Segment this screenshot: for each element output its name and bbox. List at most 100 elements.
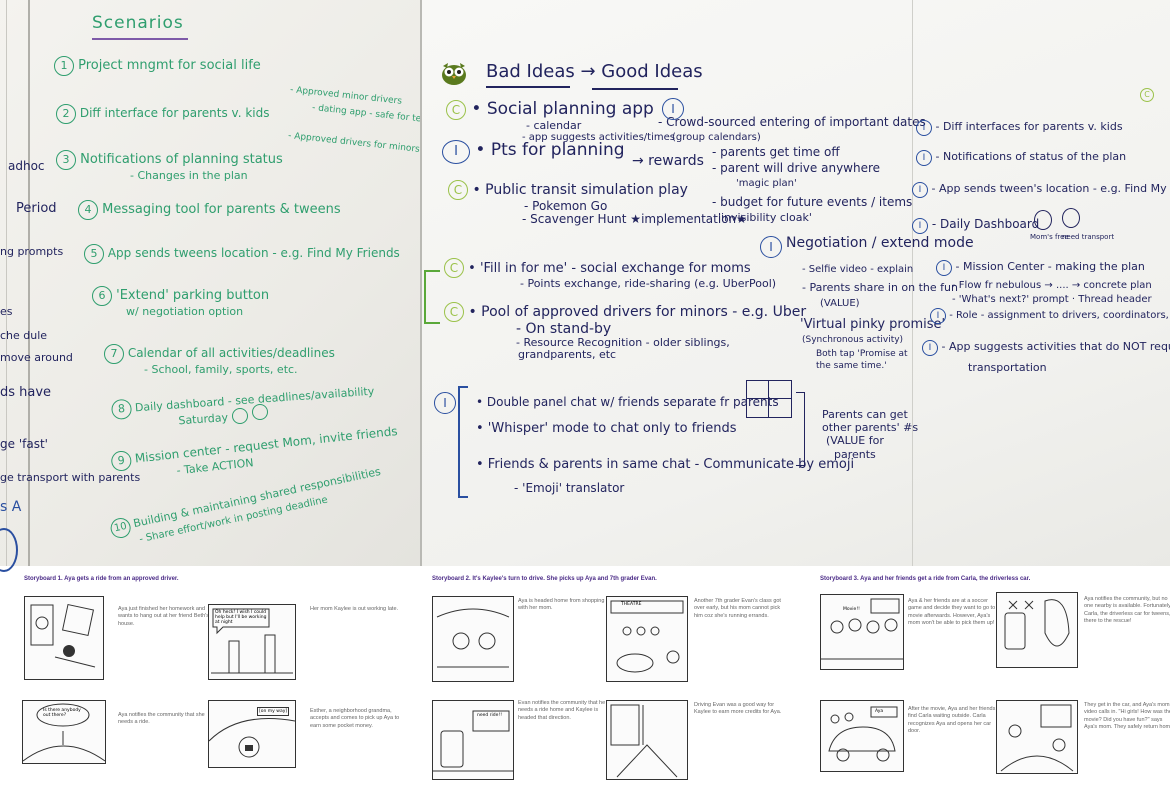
scenario-number: 7	[104, 344, 124, 364]
chat-note-line: Parents can get	[822, 408, 908, 421]
scenario-text: Messaging tool for parents & tweens	[102, 202, 341, 217]
chat-idea: • 'Whisper' mode to chat only to friends	[476, 421, 737, 436]
scenario-number: 1	[54, 56, 74, 76]
idea-text: • Pool of approved drivers for minors - …	[468, 304, 807, 320]
idea-mark-circle: I	[760, 236, 782, 258]
scenario-2: 2 Diff interface for parents v. kids	[56, 104, 269, 124]
idea-mark-circle: C	[1140, 88, 1154, 102]
scenario-number: 3	[56, 150, 76, 170]
right-list-text: - App sends tween's location - e.g. Find…	[931, 182, 1170, 195]
storyboard-caption: Aya notifies the community, but no one n…	[1084, 596, 1170, 625]
negotiation-title: Negotiation / extend mode	[786, 235, 974, 251]
chat-idea: • Friends & parents in same chat - Commu…	[476, 457, 855, 472]
right-sub: - Flow fr nebulous → .... → concrete pla…	[952, 280, 1152, 291]
sketch-phone-request	[433, 710, 513, 772]
bracket	[796, 392, 805, 466]
title-underline	[592, 88, 678, 90]
idea-text: • Social planning app	[471, 99, 654, 119]
scenario-4: 4 Messaging tool for parents & tweens	[78, 200, 341, 220]
scenario-1: 1 Project mngmt for social life	[54, 56, 261, 76]
negotiation-sub: Both tap 'Promise at	[816, 349, 908, 359]
storyboard-title: Storyboard 1. Aya gets a ride from an ap…	[24, 576, 179, 582]
idea-mark: C	[446, 100, 466, 120]
idea-sub: - Points exchange, ride-sharing (e.g. Ub…	[520, 277, 777, 290]
storyboard-panel	[996, 592, 1078, 668]
right-list-text: - Notifications of status of the plan	[935, 150, 1127, 163]
chat-idea: - 'Emoji' translator	[514, 481, 625, 495]
alert-circle-icon	[252, 404, 268, 420]
sketch-driving-street	[610, 704, 678, 778]
scenario-text: App sends tweens location - e.g. Find My…	[107, 246, 400, 260]
board-seam	[28, 0, 30, 566]
storyboard-panel: Aya	[820, 700, 904, 772]
sketch-working-mom	[211, 608, 293, 674]
idea-mark-circle: I	[434, 392, 456, 414]
theatre-sign: THEATRE	[621, 602, 642, 607]
check-circle-icon	[232, 408, 248, 424]
storyboard-panel: Oh heck! I wish I could help but I'll be…	[208, 604, 296, 680]
idea-1: C • Social planning app - calendar - app…	[446, 100, 675, 143]
negotiation-sub: (VALUE)	[820, 298, 860, 309]
right-sub: transportation	[968, 361, 1047, 374]
title-underline	[486, 86, 570, 88]
sketch-phone-notify	[1004, 599, 1070, 650]
negotiation-sub: 'Virtual pinky promise'	[800, 317, 946, 332]
edge-word: es	[0, 305, 13, 318]
sketch-car-interior	[436, 608, 510, 668]
scenario-7: 7 Calendar of all activities/deadlines -…	[104, 344, 335, 376]
right-list-item: I - Mission Center - making the plan	[936, 260, 1145, 276]
scenario-8: 8 Daily dashboard - see deadlines/availa…	[110, 382, 376, 432]
bracket	[458, 386, 468, 498]
scenario-text: Notifications of planning status	[80, 152, 283, 167]
idea-mark: C	[448, 180, 468, 200]
idea-mark-circle: I	[662, 98, 684, 120]
panel-sketch	[746, 380, 792, 418]
scenario-number: 4	[78, 200, 98, 220]
storyboard-panel: Is there anybody out there?	[22, 700, 106, 764]
heading-underline	[92, 38, 188, 40]
negotiation-sub: - Parents share in on the fun	[802, 281, 958, 294]
negotiation-sub: - Selfie video - explain	[802, 264, 914, 275]
idea-5: C • Pool of approved drivers for minors …	[444, 302, 806, 362]
negotiation-sub: (Synchronous activity)	[802, 335, 904, 345]
idea-2: I • Pts for planning	[442, 140, 625, 164]
idea-mark: C	[444, 302, 464, 322]
idea-text: • Public transit simulation play	[472, 182, 688, 198]
scenarios-heading: Scenarios	[92, 13, 184, 33]
scenario-sub: w/ negotiation option	[126, 305, 244, 318]
mid-note: - parents get time off	[712, 145, 840, 159]
scenario-text: Project mngmt for social life	[78, 58, 261, 73]
idea-mark: I	[930, 308, 946, 324]
storyboard-caption: Aya just finished her homework and wants…	[118, 606, 209, 627]
scenario-5: 5 App sends tweens location - e.g. Find …	[84, 244, 400, 264]
board-divider	[420, 0, 422, 566]
right-list-item: I - Diff interfaces for parents v. kids	[916, 120, 1123, 136]
storyboard-panel	[996, 700, 1078, 774]
mid-note: - budget for future events / items	[712, 195, 913, 209]
car-sign: Aya	[875, 709, 884, 714]
scenario-3: 3 Notifications of planning status - Cha…	[56, 150, 283, 182]
scenario-text: Diff interface for parents v. kids	[79, 106, 270, 120]
scenario-text: 'Extend' parking button	[116, 288, 270, 303]
side-note: - Approved drivers for minors	[287, 131, 421, 155]
left-whiteboard: Scenarios 1 Project mngmt for social lif…	[0, 0, 437, 572]
notification-bubble: [on my way]	[257, 707, 290, 716]
idea-text: • 'Fill in for me' - social exchange for…	[468, 261, 751, 276]
right-list-text: - Diff interfaces for parents v. kids	[935, 120, 1123, 133]
mid-note: 'magic plan'	[736, 178, 797, 189]
idea-sub: - calendar	[526, 119, 582, 132]
chat-note-line: (VALUE for	[826, 434, 884, 448]
idea-mark: I	[912, 218, 928, 234]
idea-sub: - On stand-by	[516, 321, 612, 337]
right-list-item: I - App sends tween's location - e.g. Fi…	[912, 182, 1170, 198]
scenario-6: 6 'Extend' parking button w/ negotiation…	[92, 286, 269, 318]
mid-note: - Crowd-sourced entering of important da…	[658, 115, 926, 129]
idea-mark: I	[922, 340, 938, 356]
mid-note: - parent will drive anywhere	[712, 161, 881, 175]
sketch-grandma-driver	[209, 718, 295, 758]
idea-3: C • Public transit simulation play - Pok…	[448, 180, 747, 226]
storyboard-panel	[606, 700, 688, 780]
storyboard-caption: They get in the car, and Aya's mom video…	[1084, 702, 1170, 731]
storyboard-caption: Aya notifies the community that she need…	[118, 712, 205, 726]
alert-circle-icon	[1062, 208, 1080, 228]
